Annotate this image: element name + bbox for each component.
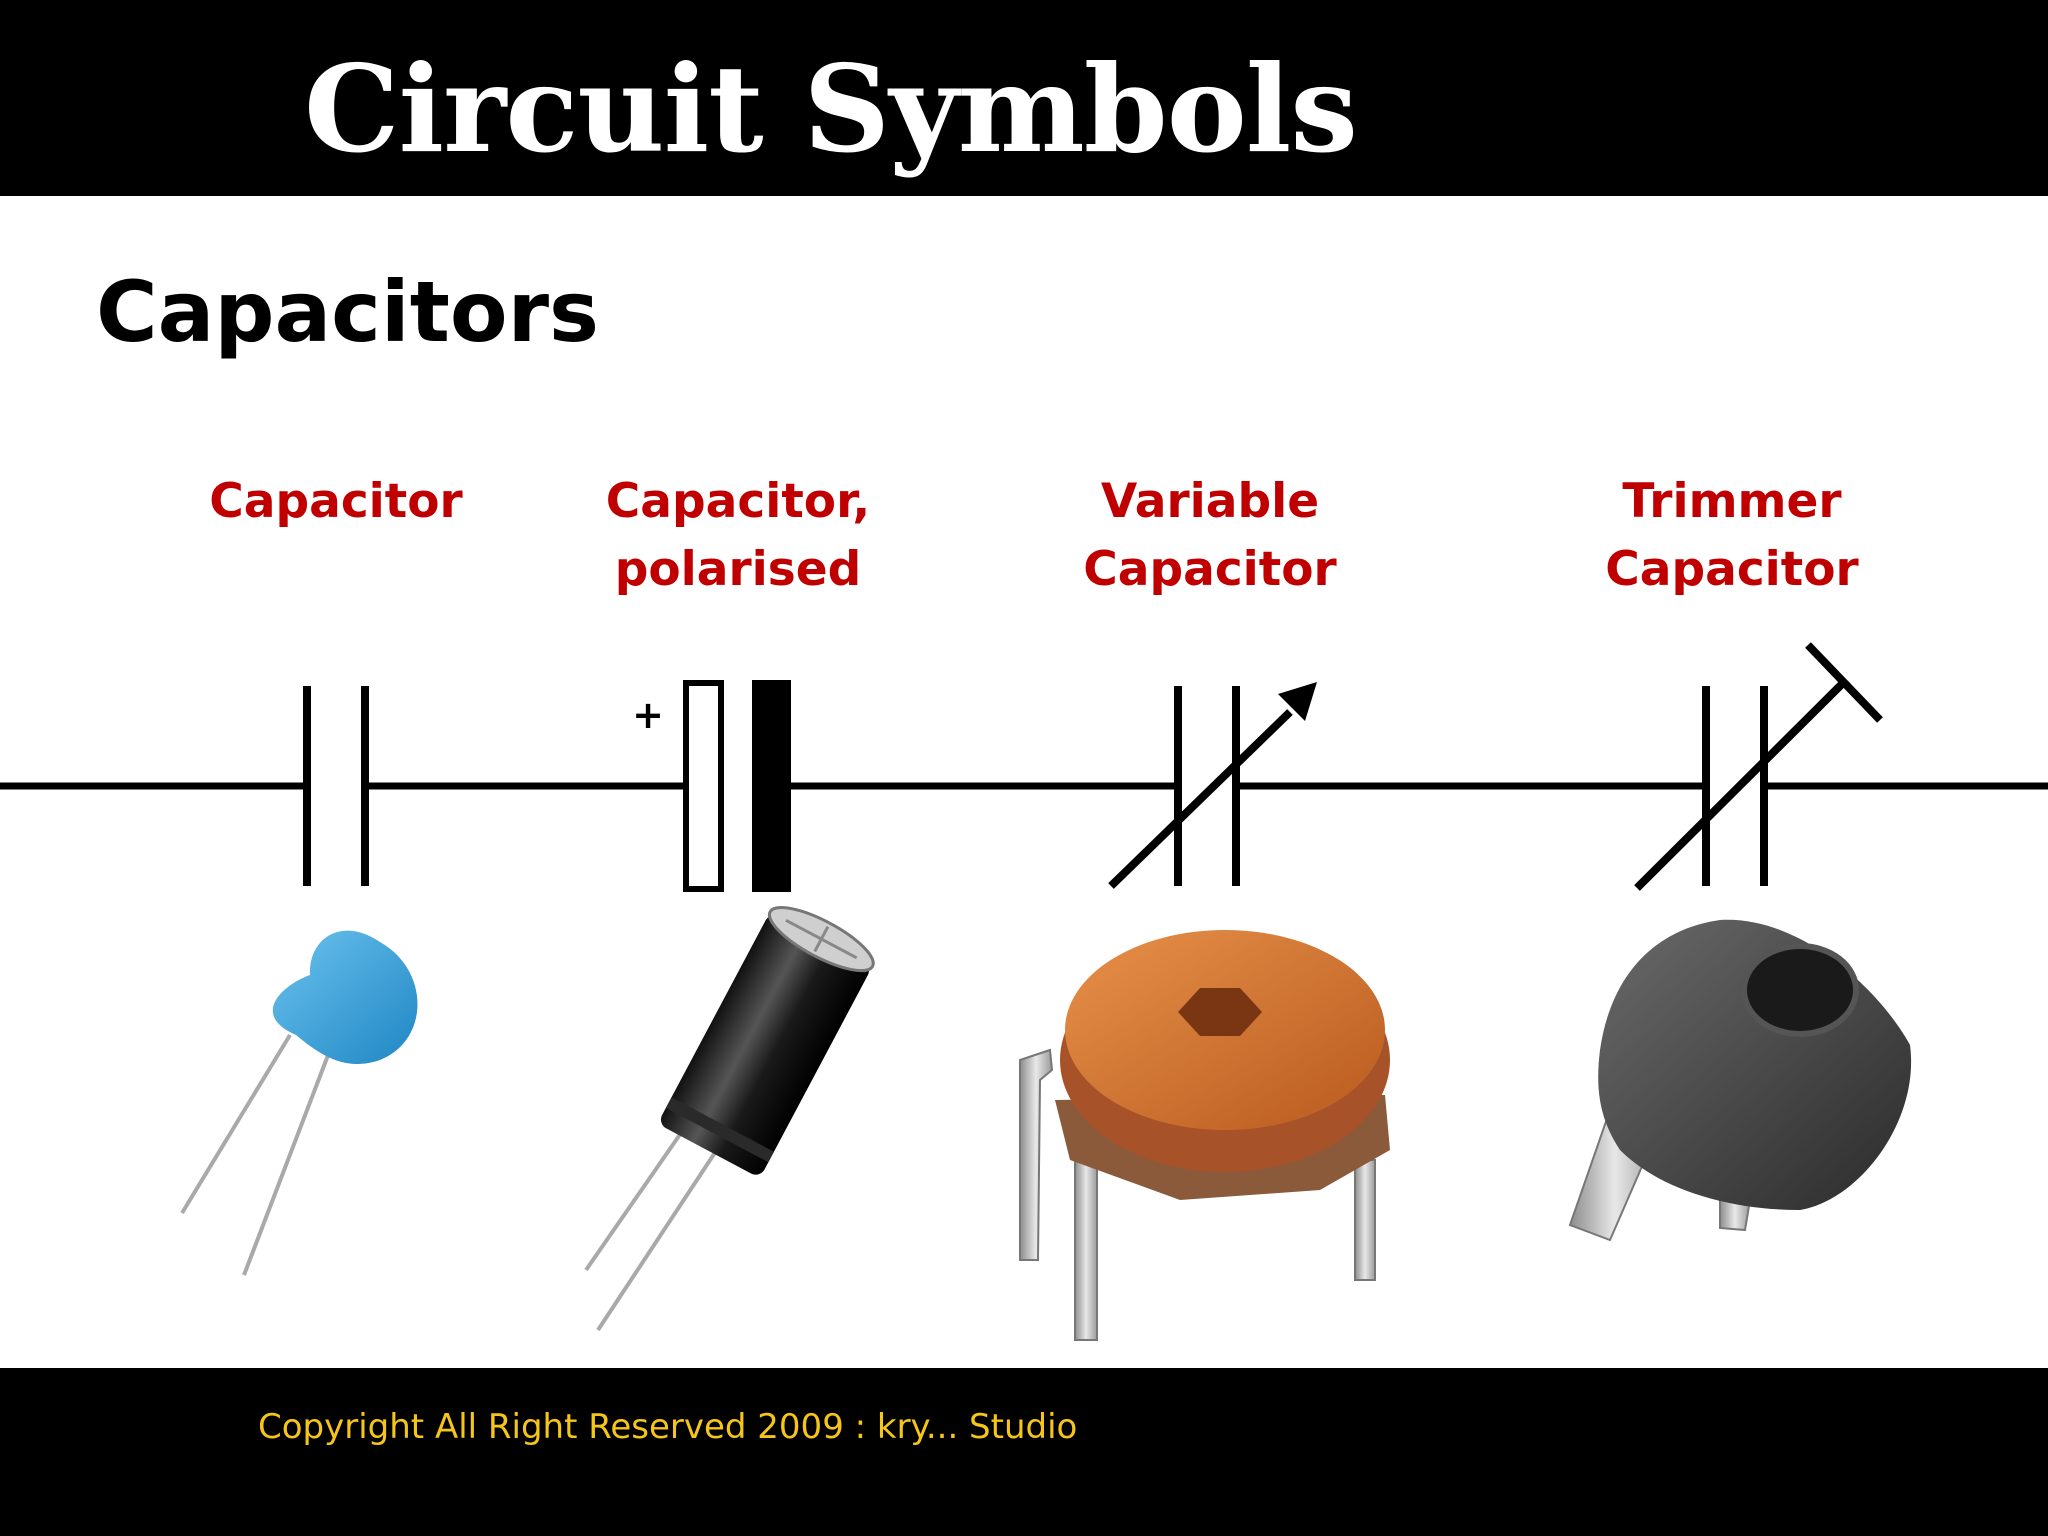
label-line: polarised bbox=[614, 542, 862, 597]
copyright-notice: Copyright All Right Reserved 2009 : kry.… bbox=[258, 1407, 1078, 1447]
variable-capacitor-photo bbox=[1019, 930, 1390, 1341]
title-bar: Circuit Symbols bbox=[0, 0, 2048, 196]
label-polarised-capacitor: Capacitor, polarised bbox=[588, 468, 888, 604]
polarised-capacitor-symbol: + bbox=[632, 680, 791, 892]
capacitor-diagram: + bbox=[0, 642, 2048, 1341]
plus-sign: + bbox=[632, 693, 664, 737]
label-line: Capacitor bbox=[209, 474, 463, 529]
variable-capacitor-symbol bbox=[1108, 686, 1293, 889]
label-line: Capacitor bbox=[1083, 542, 1337, 597]
label-variable-capacitor: Variable Capacitor bbox=[1060, 468, 1360, 604]
section-heading: Capacitors bbox=[96, 263, 600, 361]
trimmer-capacitor-photo bbox=[1568, 919, 1912, 1242]
trimmer-capacitor-symbol bbox=[1634, 642, 1883, 891]
label-line: Capacitor bbox=[1605, 542, 1859, 597]
ceramic-capacitor-photo bbox=[180, 930, 418, 1276]
label-capacitor: Capacitor bbox=[196, 468, 476, 536]
label-line: Trimmer bbox=[1622, 474, 1842, 529]
footer-bar bbox=[0, 1368, 2048, 1536]
label-trimmer-capacitor: Trimmer Capacitor bbox=[1582, 468, 1882, 604]
label-line: Variable bbox=[1100, 474, 1320, 529]
electrolytic-capacitor-photo bbox=[584, 906, 875, 1332]
label-line: Capacitor, bbox=[605, 474, 871, 529]
slide-title: Circuit Symbols bbox=[304, 39, 1358, 180]
capacitor-symbol bbox=[303, 686, 369, 886]
arrow-icon bbox=[1278, 682, 1317, 721]
